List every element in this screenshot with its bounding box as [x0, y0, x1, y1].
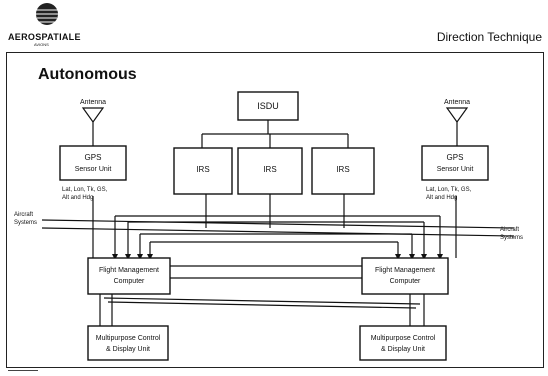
brand-name: AEROSPATIALE [8, 32, 81, 42]
irs-label-3: IRS [336, 165, 349, 174]
mcdu-left-box [87, 325, 169, 361]
antenna-right-icon [445, 107, 469, 124]
irs-box-1 [173, 147, 233, 195]
fmc-right-box [361, 257, 449, 295]
gps-right-output2: Alt and Hdg [426, 195, 457, 201]
aircraft-systems-left-line2: Systems [14, 220, 37, 226]
gps-right-line1: GPS [447, 153, 464, 162]
antenna-right-label: Antenna [444, 99, 470, 106]
aircraft-systems-right-line1: Aircraft [500, 227, 519, 233]
gps-left-output1: Lat, Lon, Tk, GS, [62, 187, 108, 193]
isdu-label: ISDU [257, 101, 279, 111]
gps-right-box [421, 145, 489, 181]
department-label: Direction Technique [436, 30, 542, 44]
mcdu-right-box [359, 325, 447, 361]
aircraft-systems-left-line1: Aircraft [14, 212, 33, 218]
gps-right-output1: Lat, Lon, Tk, GS, [426, 187, 472, 193]
globe-logo-icon [36, 3, 58, 25]
slide-title: Autonomous [38, 66, 137, 83]
fmc-left-box [87, 257, 171, 295]
fmc-right-line1: Flight Management [375, 267, 435, 274]
slide-frame [6, 52, 544, 368]
gps-left-line2: Sensor Unit [75, 166, 112, 173]
gps-left-box [59, 145, 127, 181]
irs-label-1: IRS [196, 165, 209, 174]
fmc-left-line2: Computer [114, 278, 145, 285]
mcdu-left-line1: Multipurpose Control [96, 335, 161, 342]
gps-right-line2: Sensor Unit [437, 166, 474, 173]
bus-arrowheads [112, 254, 443, 260]
gps-left-line1: GPS [85, 153, 102, 162]
footer-rule [8, 370, 38, 371]
irs-box-2 [237, 147, 303, 195]
gps-left-output2: Alt and Hdg [62, 195, 93, 201]
brand-subtitle: AVIONS [34, 42, 49, 47]
mcdu-right-line1: Multipurpose Control [371, 335, 436, 342]
aircraft-systems-right-line2: Systems [500, 235, 523, 241]
mcdu-right-line2: & Display Unit [381, 346, 425, 353]
antenna-left-label: Antenna [80, 99, 106, 106]
fmc-left-line1: Flight Management [99, 267, 159, 274]
company-logo: AEROSPATIALE AVIONS [4, 0, 94, 48]
fmc-right-line2: Computer [390, 278, 421, 285]
irs-box-3 [311, 147, 375, 195]
isdu-box [237, 91, 299, 121]
irs-label-2: IRS [263, 165, 276, 174]
antenna-left-icon [81, 107, 105, 124]
mcdu-left-line2: & Display Unit [106, 346, 150, 353]
slide-header: AEROSPATIALE AVIONS Direction Technique [0, 0, 548, 52]
